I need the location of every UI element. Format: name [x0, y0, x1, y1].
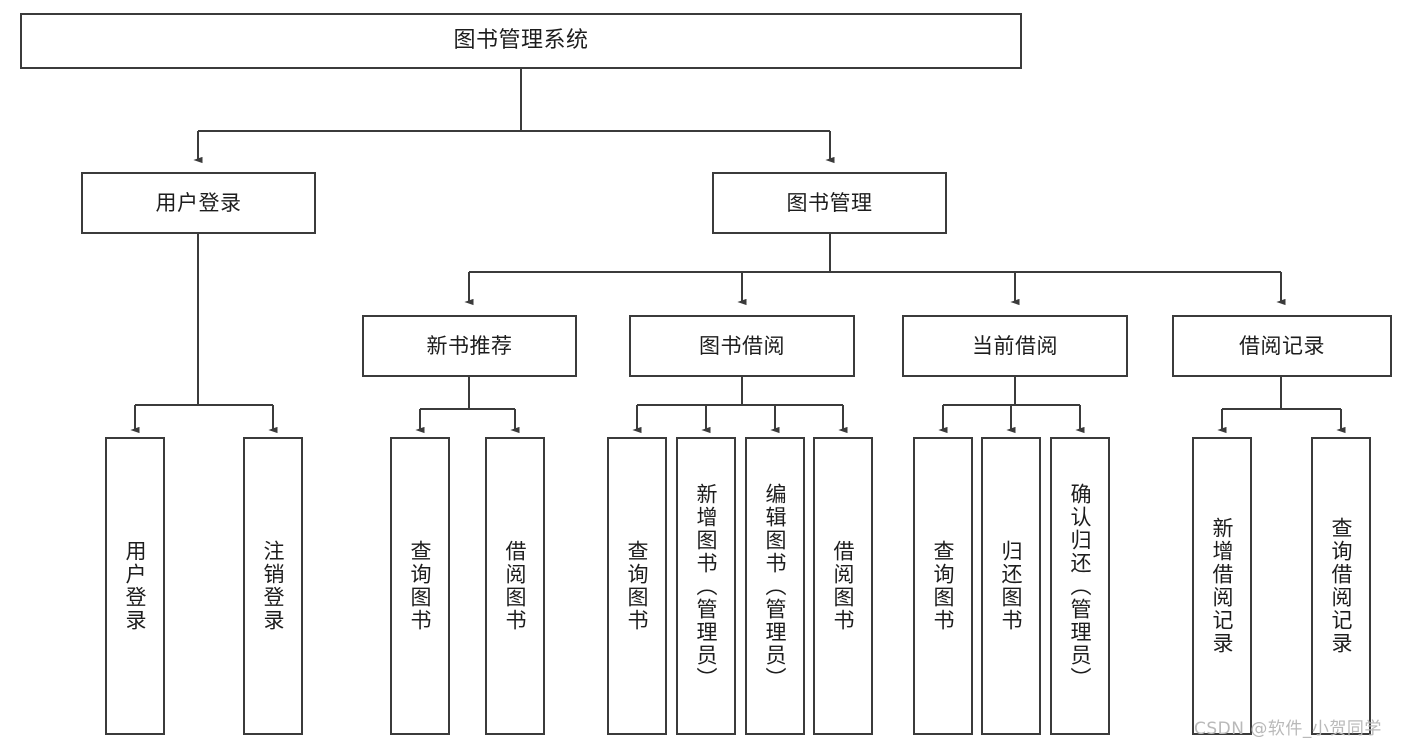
node-label: 新增借阅记录 [1210, 517, 1235, 655]
node-new-book-recommend[interactable]: 新书推荐 [362, 315, 577, 377]
leaf-user-login[interactable]: 用户登录 [105, 437, 165, 735]
node-label: 新书推荐 [426, 333, 513, 358]
leaf-add-book-admin[interactable]: 新增图书（管理员） [676, 437, 736, 735]
node-label: 借阅图书 [503, 540, 528, 632]
node-user-login[interactable]: 用户登录 [81, 172, 316, 234]
node-label: 借阅图书 [831, 540, 856, 632]
leaf-edit-book-admin[interactable]: 编辑图书（管理员） [745, 437, 805, 735]
node-root-library-management-system[interactable]: 图书管理系统 [20, 13, 1022, 69]
leaf-query-book-recommend[interactable]: 查询图书 [390, 437, 450, 735]
node-label: 查询图书 [931, 540, 956, 632]
node-label: 查询借阅记录 [1329, 517, 1354, 655]
leaf-query-borrow-record[interactable]: 查询借阅记录 [1311, 437, 1371, 735]
node-label: 查询图书 [625, 540, 650, 632]
node-label: 确认归还（管理员） [1068, 482, 1093, 690]
leaf-borrow-book-recommend[interactable]: 借阅图书 [485, 437, 545, 735]
node-label: 注销登录 [261, 540, 286, 632]
leaf-query-book-current[interactable]: 查询图书 [913, 437, 973, 735]
node-label: 图书借阅 [699, 333, 785, 358]
node-label: 图书管理 [786, 190, 873, 215]
node-current-borrow[interactable]: 当前借阅 [902, 315, 1128, 377]
node-label: 编辑图书（管理员） [763, 482, 788, 690]
csdn-watermark: CSDN @软件_小贺同学 [1194, 719, 1382, 739]
node-label: 新增图书（管理员） [694, 482, 719, 690]
node-borrow-record[interactable]: 借阅记录 [1172, 315, 1392, 377]
node-label: 当前借阅 [972, 333, 1058, 358]
node-label: 用户登录 [155, 190, 242, 215]
leaf-borrow-book[interactable]: 借阅图书 [813, 437, 873, 735]
node-book-borrow[interactable]: 图书借阅 [629, 315, 855, 377]
node-label: 借阅记录 [1239, 333, 1325, 358]
leaf-logout[interactable]: 注销登录 [243, 437, 303, 735]
node-label: 查询图书 [408, 540, 433, 632]
node-book-management[interactable]: 图书管理 [712, 172, 947, 234]
leaf-confirm-return-admin[interactable]: 确认归还（管理员） [1050, 437, 1110, 735]
leaf-add-borrow-record[interactable]: 新增借阅记录 [1192, 437, 1252, 735]
node-label: 图书管理系统 [453, 28, 589, 54]
node-label: 归还图书 [999, 540, 1024, 632]
leaf-query-book-borrow[interactable]: 查询图书 [607, 437, 667, 735]
leaf-return-book[interactable]: 归还图书 [981, 437, 1041, 735]
node-label: 用户登录 [123, 540, 148, 632]
